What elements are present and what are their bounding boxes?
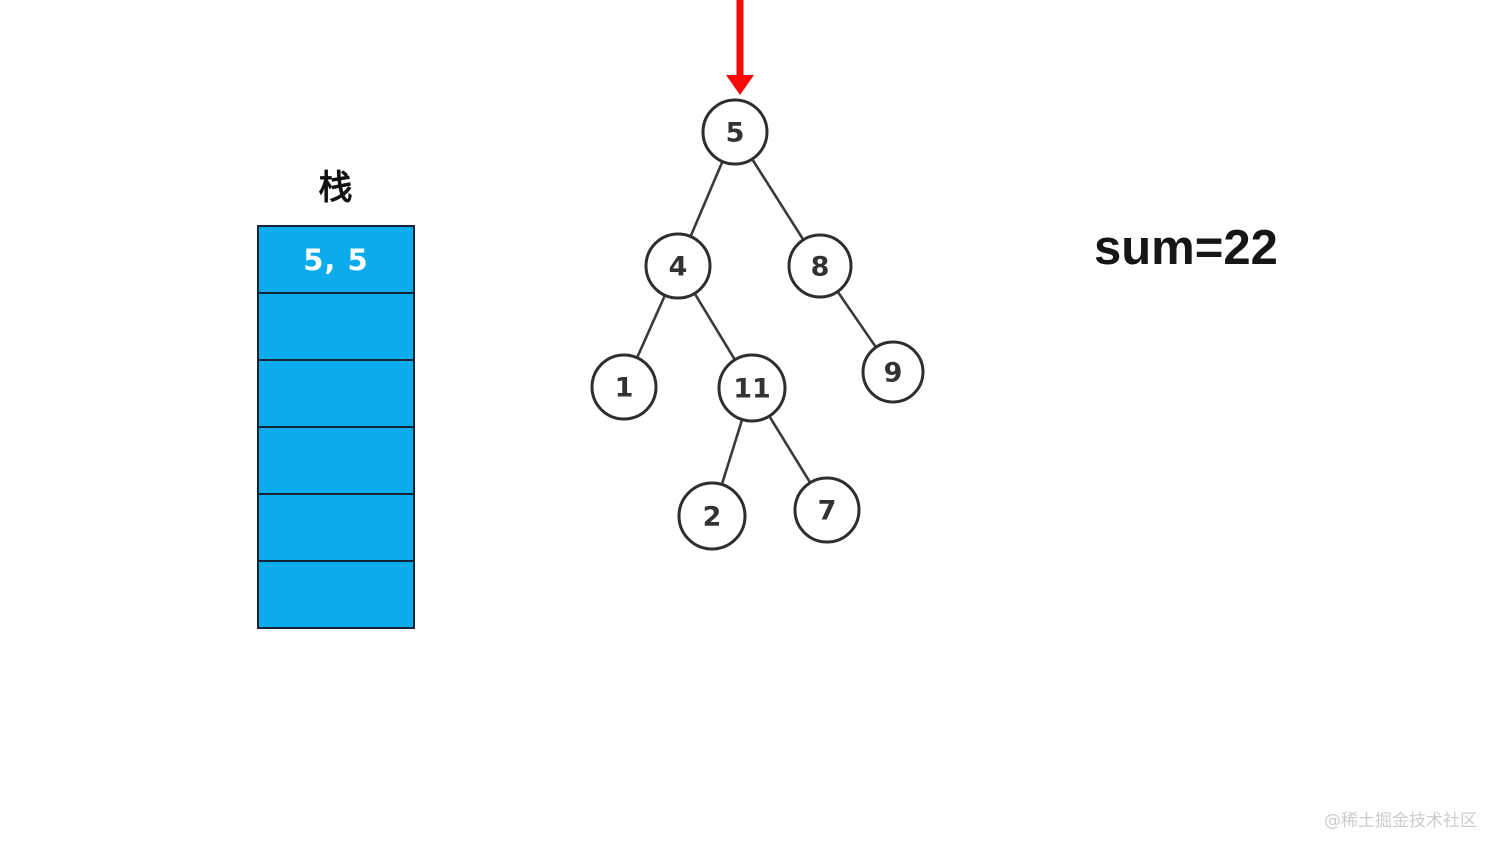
stack-cell: [259, 361, 413, 428]
tree-node-value: 11: [733, 374, 771, 405]
stack-cell: [259, 294, 413, 361]
tree-node-8: 8: [787, 233, 853, 299]
tree-node-2: 2: [677, 481, 747, 551]
tree-node-7: 7: [793, 476, 861, 544]
stack-cell-value: 5, 5: [303, 242, 369, 277]
tree-node-circle: [787, 233, 853, 299]
tree-node-circle: [701, 98, 769, 166]
tree-edges: [622, 131, 895, 517]
tree-node-value: 7: [818, 496, 837, 527]
tree-node-circle: [861, 340, 925, 404]
tree-node-5: 5: [701, 98, 769, 166]
stack-cell-top: 5, 5: [259, 227, 413, 294]
tree-node-9: 9: [861, 340, 925, 404]
tree-node-value: 1: [615, 373, 634, 404]
tree-node-value: 4: [669, 252, 688, 283]
tree-node-circle: [717, 353, 787, 423]
tree-node-circle: [793, 476, 861, 544]
tree-node-value: 8: [811, 252, 830, 283]
tree-node-value: 2: [703, 502, 722, 533]
tree-node-circle: [644, 232, 712, 300]
stack-title: 栈: [318, 168, 353, 208]
tree-node-value: 9: [884, 358, 903, 389]
watermark-text: @稀土掘金技术社区: [1324, 811, 1477, 831]
stack-cell: [259, 495, 413, 562]
tree-node-4: 4: [644, 232, 712, 300]
tree-node-11: 11: [717, 353, 787, 423]
tree-node-1: 1: [590, 353, 658, 421]
pointer-arrow-head-icon: [726, 75, 754, 95]
sum-label: sum=22: [1094, 221, 1278, 275]
stack-cell: [259, 562, 413, 627]
stack-cell: [259, 428, 413, 495]
stack: 5, 5: [257, 225, 415, 629]
tree-node-value: 5: [726, 118, 745, 149]
tree-node-circle: [677, 481, 747, 551]
tree-node-circle: [590, 353, 658, 421]
